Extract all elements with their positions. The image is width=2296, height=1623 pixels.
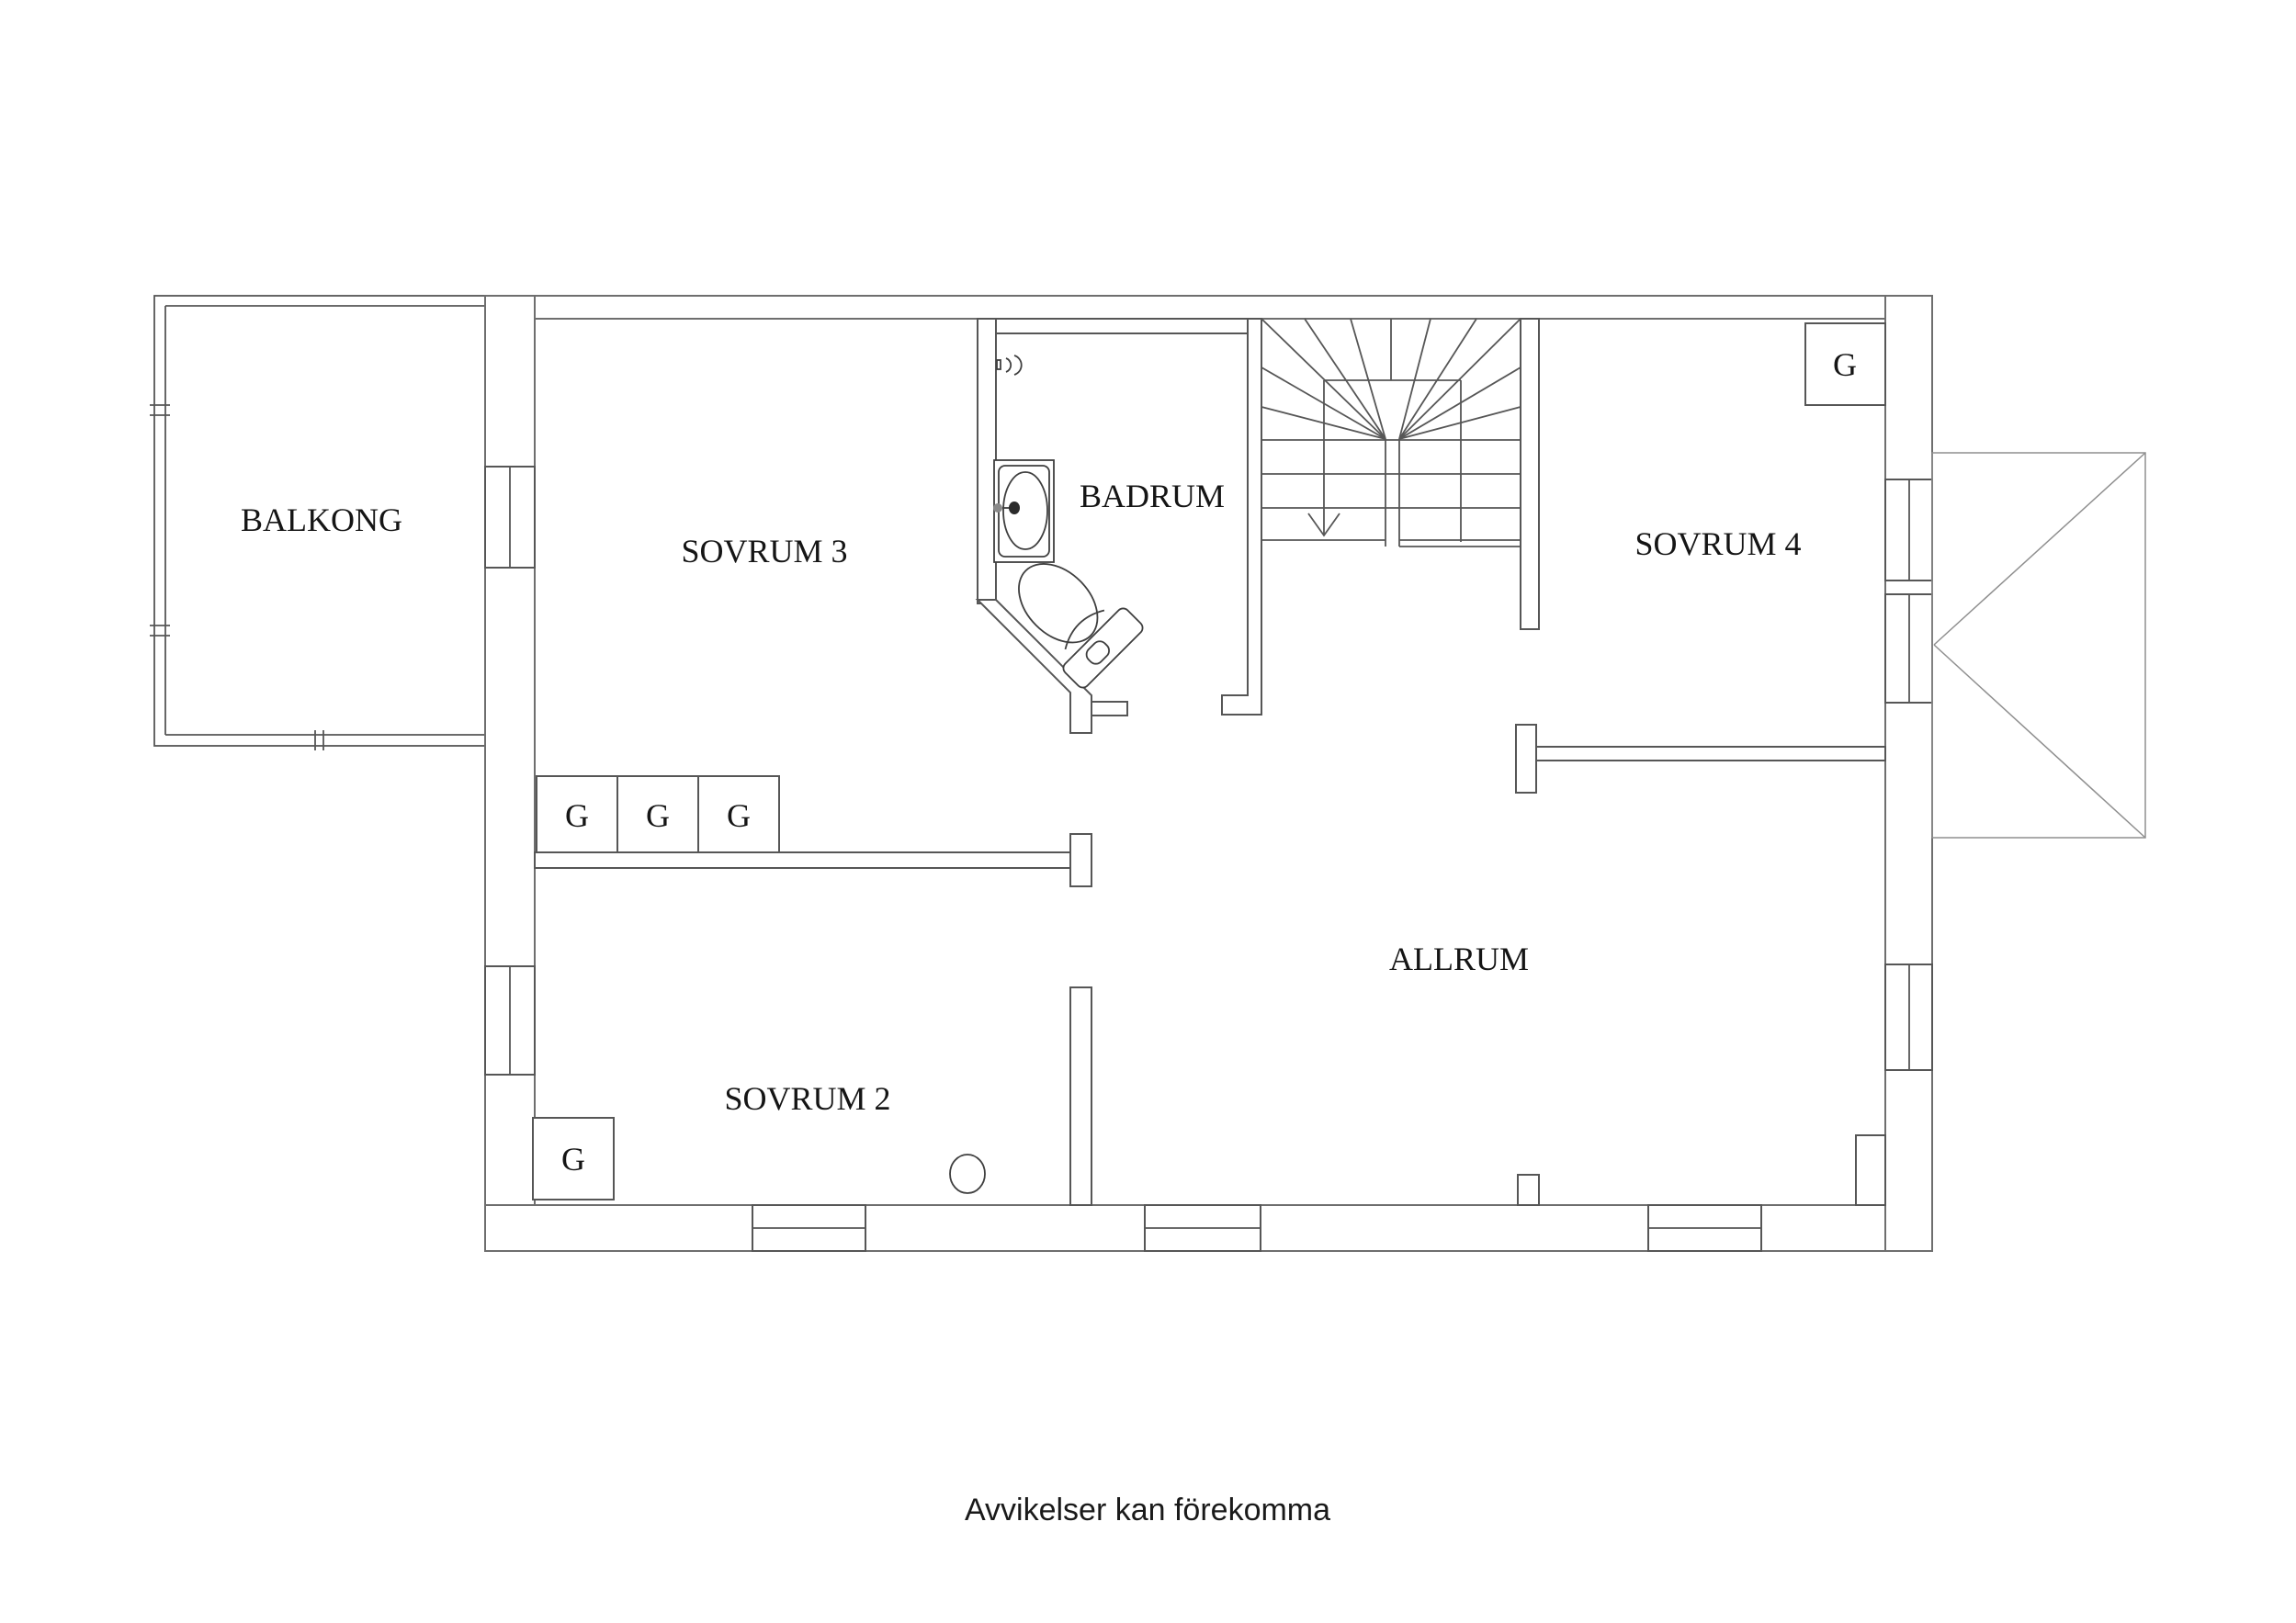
staircase xyxy=(1261,318,1521,547)
vent-icon xyxy=(996,355,1023,376)
bathroom-fixtures xyxy=(993,355,1144,689)
windows xyxy=(484,466,1933,1252)
toilet-icon xyxy=(1018,563,1144,689)
window-right-allrum xyxy=(1884,964,1933,1071)
room-label-badrum: BADRUM xyxy=(1080,478,1225,514)
window-bottom-allrum-right xyxy=(1647,1204,1762,1252)
closet-label: G xyxy=(727,797,751,834)
stair-down-arrow-icon xyxy=(1307,380,1340,537)
room-label-allrum: ALLRUM xyxy=(1389,941,1529,977)
window-left-wall xyxy=(484,965,536,1076)
room-label-sovrum4: SOVRUM 4 xyxy=(1634,525,1801,562)
balcony-railing-ticks xyxy=(150,404,324,750)
window-bottom-allrum-left xyxy=(1144,1204,1261,1252)
room-label-sovrum2: SOVRUM 2 xyxy=(724,1080,890,1117)
window-bottom-sovrum2 xyxy=(752,1204,866,1252)
footer-note: Avvikelser kan förekomma xyxy=(965,1493,1330,1527)
room-label-balkong: BALKONG xyxy=(241,502,402,538)
exterior-walls xyxy=(484,295,1933,1252)
window-right-sovrum4-lower xyxy=(1884,593,1933,704)
balcony-door xyxy=(484,466,536,569)
stair-winders-right xyxy=(1398,318,1521,440)
closet-label: G xyxy=(646,797,670,834)
closet-label: G xyxy=(1833,346,1857,383)
sink-icon xyxy=(993,459,1055,563)
window-right-sovrum4-upper xyxy=(1884,479,1933,581)
room-label-sovrum3: SOVRUM 3 xyxy=(681,533,847,569)
interior-walls xyxy=(534,318,1886,1206)
closet-label: G xyxy=(565,797,589,834)
closet-label: G xyxy=(561,1141,585,1178)
chimney-icon xyxy=(949,1154,986,1194)
entrance-roof xyxy=(1931,452,2146,839)
closets: G G G G G xyxy=(532,322,1886,1200)
